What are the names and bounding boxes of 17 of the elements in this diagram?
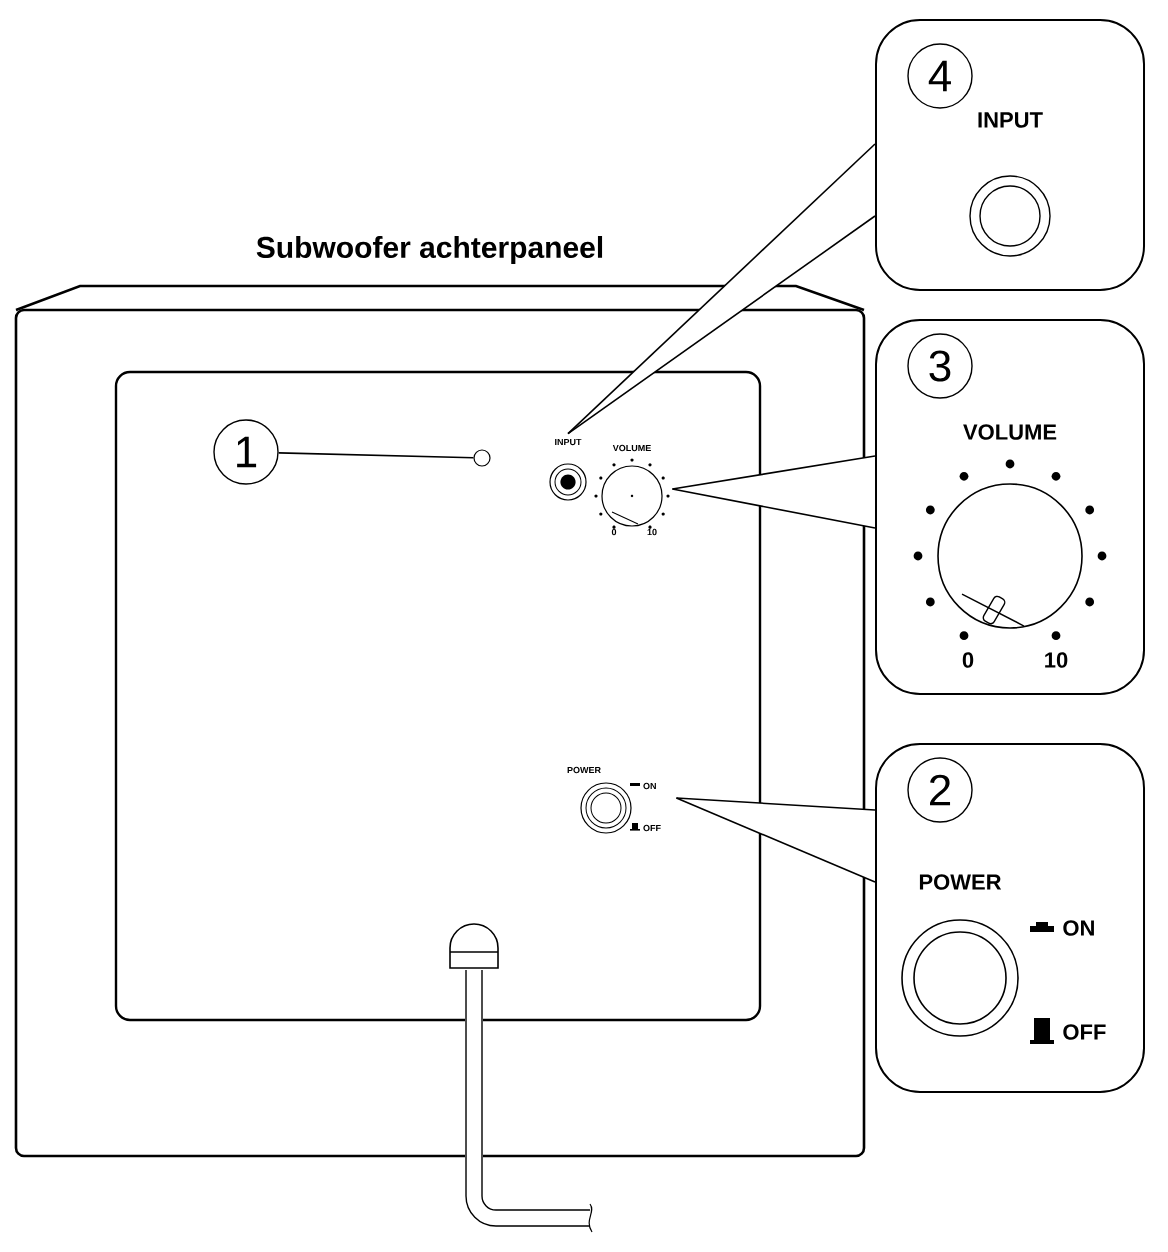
title: Subwoofer achterpaneel	[256, 236, 603, 264]
control-label: 0	[962, 652, 974, 668]
control-label: ON	[1063, 920, 1094, 936]
indicator-light	[473, 449, 491, 467]
callout-number: 1	[213, 419, 279, 485]
control-label: OFF	[1063, 1024, 1106, 1040]
callout-pointer	[675, 797, 876, 883]
callout-number: 3	[907, 333, 973, 399]
callout-pointer	[567, 143, 876, 435]
leader-line	[277, 452, 475, 459]
control-label: INPUT	[978, 112, 1043, 128]
callout-pointer	[671, 455, 876, 529]
control-label: VOLUME	[963, 424, 1057, 440]
control-label: 10	[1045, 652, 1068, 668]
callout-number: 4	[907, 43, 973, 109]
callout-number: 2	[907, 757, 973, 823]
control-label: POWER	[919, 874, 1002, 890]
